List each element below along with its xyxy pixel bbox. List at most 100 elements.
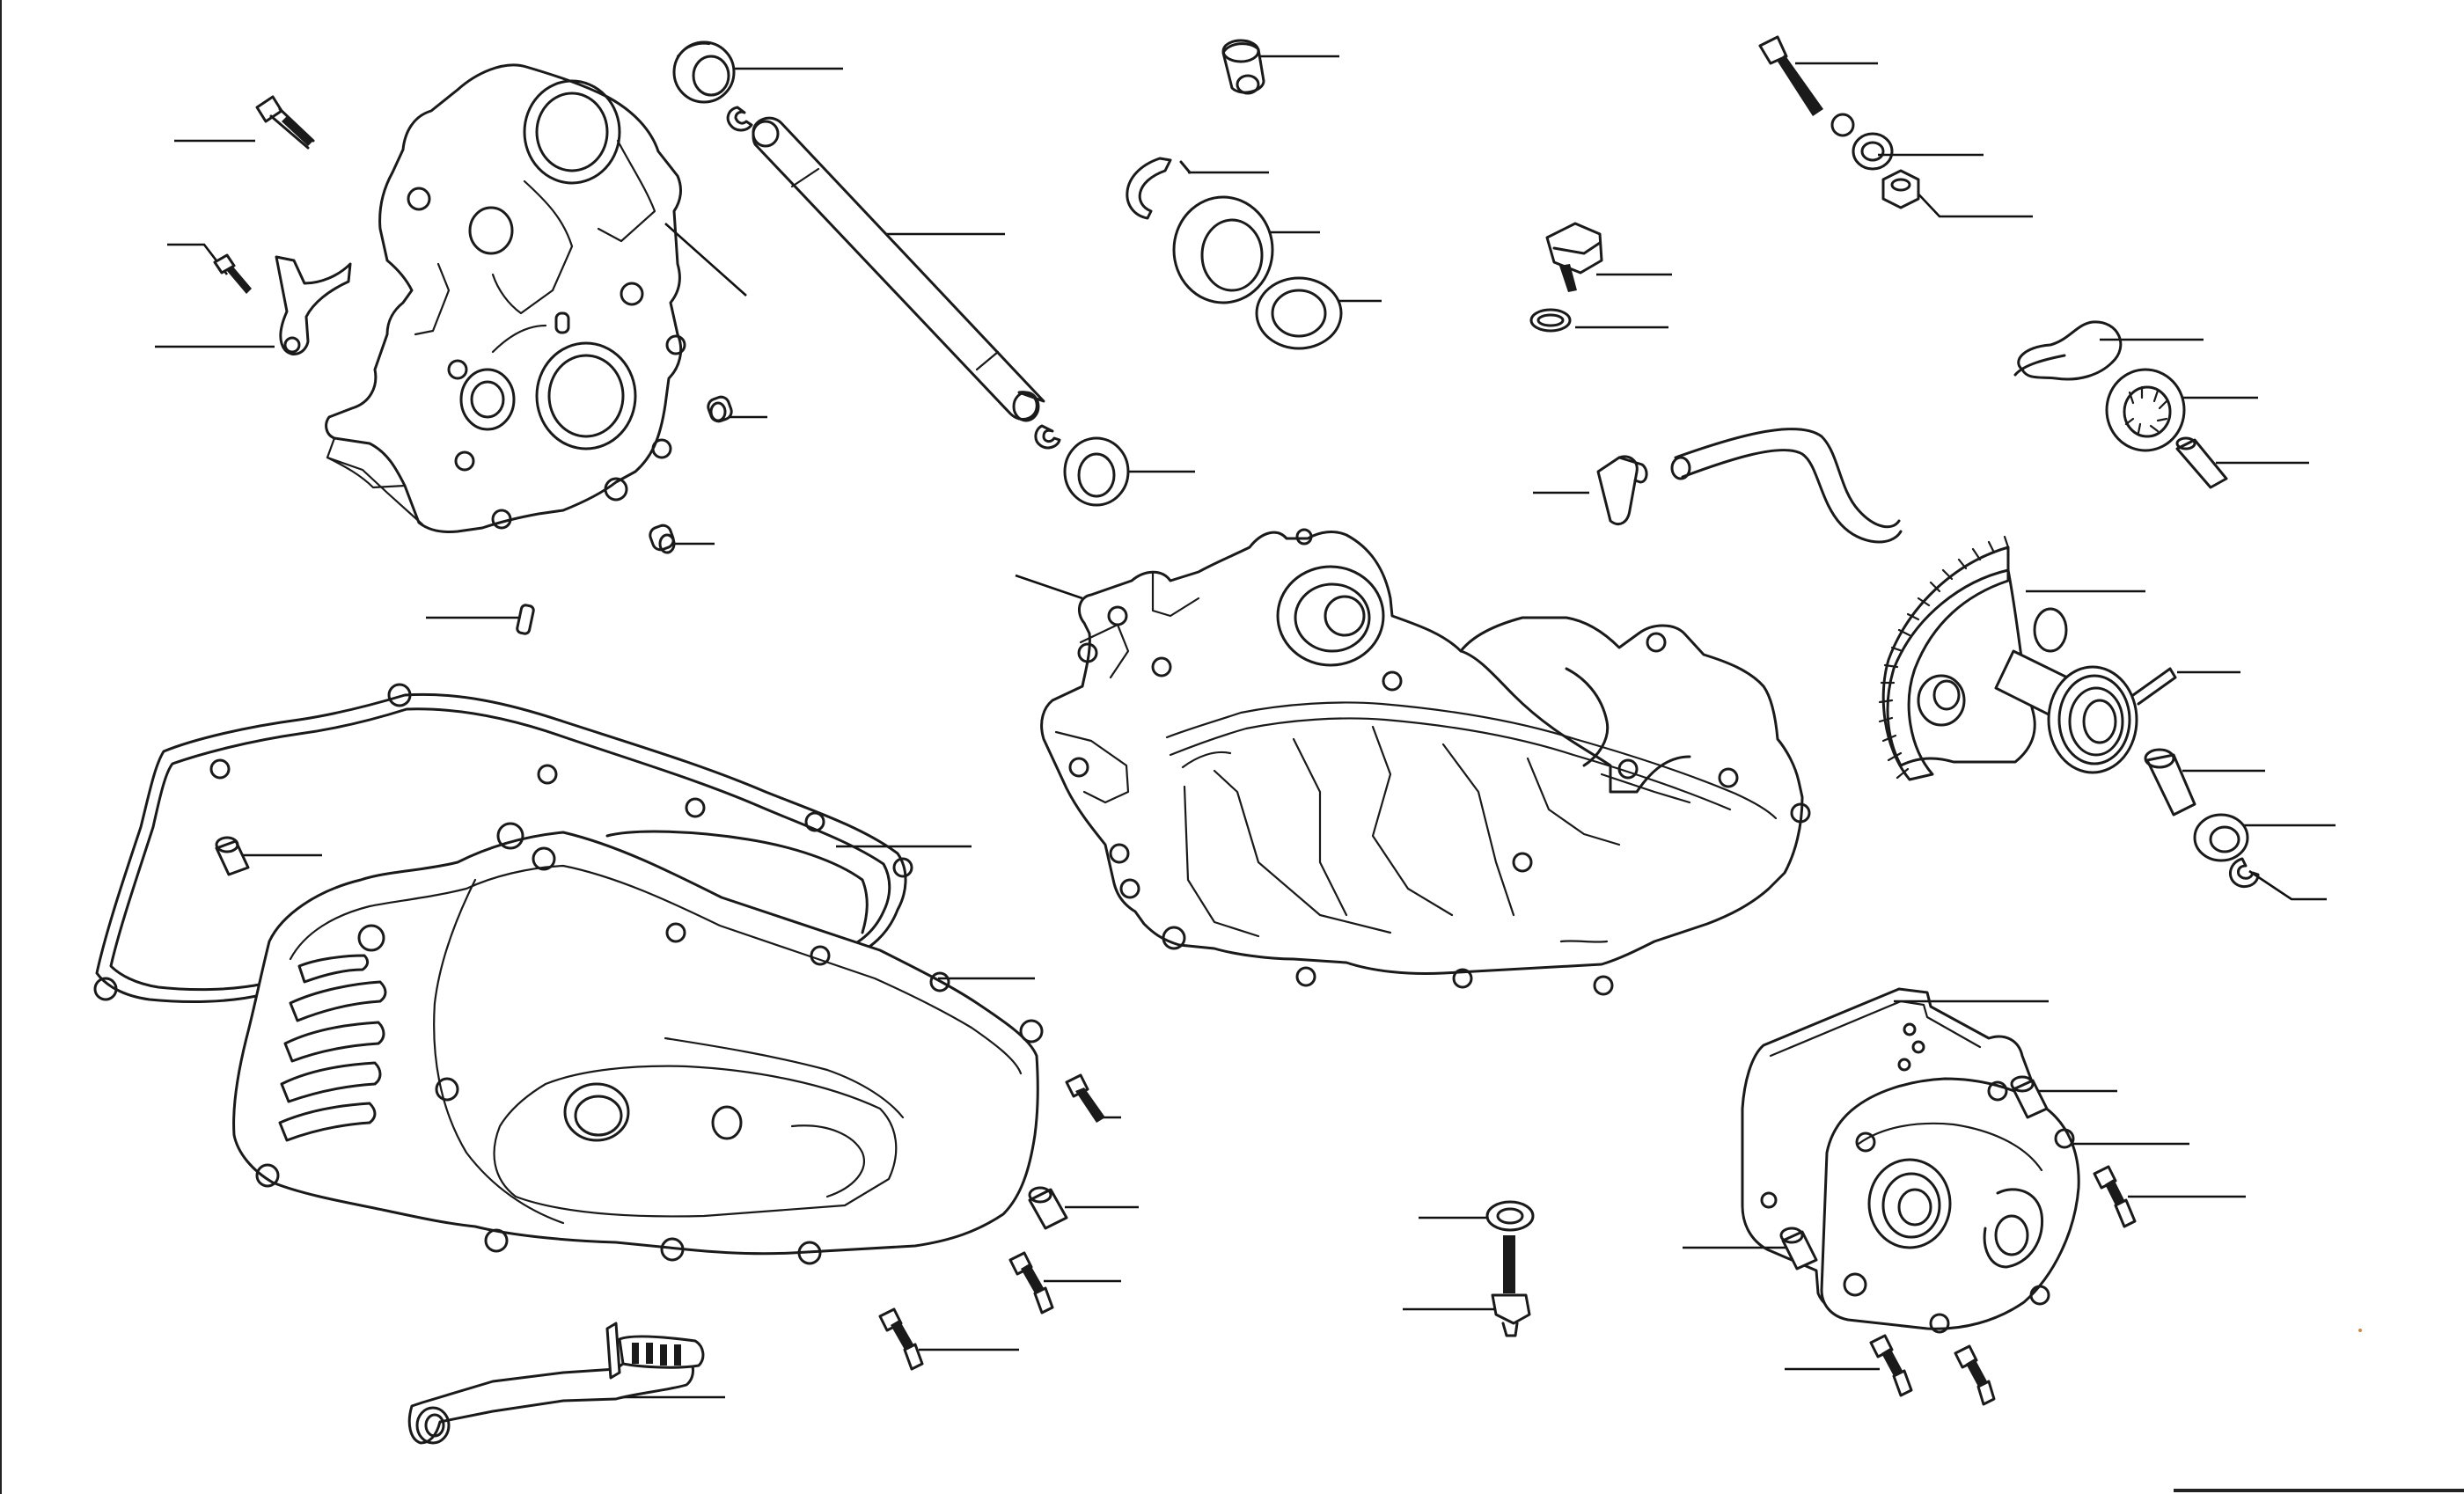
crankcase-bore [1276, 565, 1385, 667]
bearing-inner [1200, 218, 1264, 292]
bolt-thread [282, 116, 313, 146]
bolt-shank [278, 107, 315, 143]
crankcase-boss [468, 206, 514, 255]
crankcase-rib [1371, 725, 1454, 917]
washer [1536, 313, 1565, 327]
bolt-hole [435, 1077, 459, 1102]
cover-bore [1881, 1172, 1941, 1239]
kickstart-shaft-spacer [2144, 748, 2196, 817]
sector-teeth-band [1881, 546, 2010, 781]
cover-boss [1983, 1188, 2044, 1269]
gasket-hole [209, 758, 231, 780]
crankcase-detail [1181, 751, 1232, 769]
shift-fork-body [275, 255, 352, 355]
crankcase-gasket-face [1165, 701, 1778, 820]
washer [1852, 132, 1894, 171]
main-shaft-body [752, 116, 1045, 421]
gasket-hole [93, 977, 118, 1001]
bolt-hole [620, 282, 644, 306]
cooling-fin [297, 954, 370, 984]
shift-fork [275, 255, 352, 355]
leader-line [1910, 186, 2033, 218]
stud-bolt [1491, 1235, 1531, 1337]
crankcase-outline [1040, 531, 1804, 975]
bolt-hole [1911, 1040, 1925, 1054]
bolt-hole [2054, 1128, 2075, 1149]
bolt-hole [797, 1241, 822, 1265]
drive-cover-rim [289, 864, 1023, 1075]
right-crankcase-half [1040, 528, 1811, 996]
washer [2193, 813, 2249, 862]
screw-head [1758, 35, 1788, 65]
clutch-side-cover [1741, 987, 2080, 1334]
dowel-pin [516, 604, 535, 635]
bearing-edge [676, 42, 711, 58]
bolt-hole [1019, 1019, 1044, 1044]
dowel-end [658, 533, 676, 554]
main-shaft-end [752, 120, 780, 148]
crankcase-rib [414, 262, 451, 336]
stud-tip [1501, 1322, 1519, 1337]
main-shaft-end [1012, 391, 1040, 422]
bolt-hole [1512, 852, 1533, 873]
gear-hole [1932, 679, 1961, 711]
bolt-hole [665, 922, 686, 943]
bolt-hole [1107, 605, 1128, 626]
bolt-hole [810, 945, 831, 966]
cooling-fin [278, 1102, 377, 1142]
bolt-hole [2029, 1285, 2050, 1306]
dowel-pin [1028, 1186, 1068, 1230]
bushing-bore [1236, 74, 1260, 95]
drive-cover-line [664, 1036, 905, 1119]
crankcase-rib [1213, 769, 1392, 934]
crankcase-bore [1294, 582, 1371, 653]
circlip [1034, 424, 1061, 450]
cover-bore [1867, 1158, 1952, 1249]
crankcase-bore [1324, 595, 1366, 637]
gasket-outline [95, 692, 907, 1003]
crankcase-slot [554, 311, 570, 334]
drive-cover-lower-panel [493, 1065, 898, 1218]
gear-teeth [1878, 535, 2010, 780]
main-shaft-groove [975, 350, 1000, 371]
bolt-hole [604, 477, 628, 502]
crankcase-bore-top [523, 79, 621, 185]
drive-cover-hole [711, 1105, 743, 1140]
crankcase-fixing-bolt [878, 1307, 924, 1371]
gasket-inner-window [605, 830, 869, 934]
drive-cover-gasket [93, 683, 913, 1003]
crankcase-bore-main [547, 354, 625, 438]
bolt-hole [1382, 670, 1403, 692]
spacer-body [2145, 753, 2196, 817]
crankcase-rib [597, 139, 656, 243]
bolt-head [255, 95, 283, 123]
bolt-hole [1068, 757, 1089, 778]
drive-cover [232, 822, 1044, 1265]
bolt-hole [1718, 767, 1739, 788]
crankcase-fixing-bolt [1869, 1334, 1913, 1397]
gasket-hole [804, 811, 825, 832]
bolt-shank [903, 1343, 924, 1371]
crankcase-rib [1183, 785, 1260, 938]
bolt-thread [891, 1320, 913, 1350]
bolt-hole [1151, 656, 1172, 677]
bolt-hole [1903, 1022, 1917, 1036]
dowel-pin [649, 524, 676, 554]
drive-cover-hole [563, 1082, 630, 1142]
bolt-thread [227, 266, 252, 294]
kickstart-sector-gear [1878, 535, 2036, 781]
washer-inner [2209, 825, 2240, 853]
kickstart-lever [407, 1322, 705, 1445]
cover-rim [1857, 1122, 2043, 1172]
return-spring [2047, 665, 2177, 774]
crankcase-mount [1079, 623, 1130, 679]
bolt-hole [496, 822, 524, 850]
bolt-hole [1987, 1080, 2008, 1102]
bolt-hole [357, 924, 385, 952]
dowel-end [1779, 1227, 1804, 1244]
spring-tail [2013, 354, 2066, 377]
bolt-hole [1295, 966, 1316, 987]
kickstart-boss [415, 1406, 451, 1445]
bolt-hole [532, 846, 556, 871]
spring-coil [2057, 674, 2131, 765]
